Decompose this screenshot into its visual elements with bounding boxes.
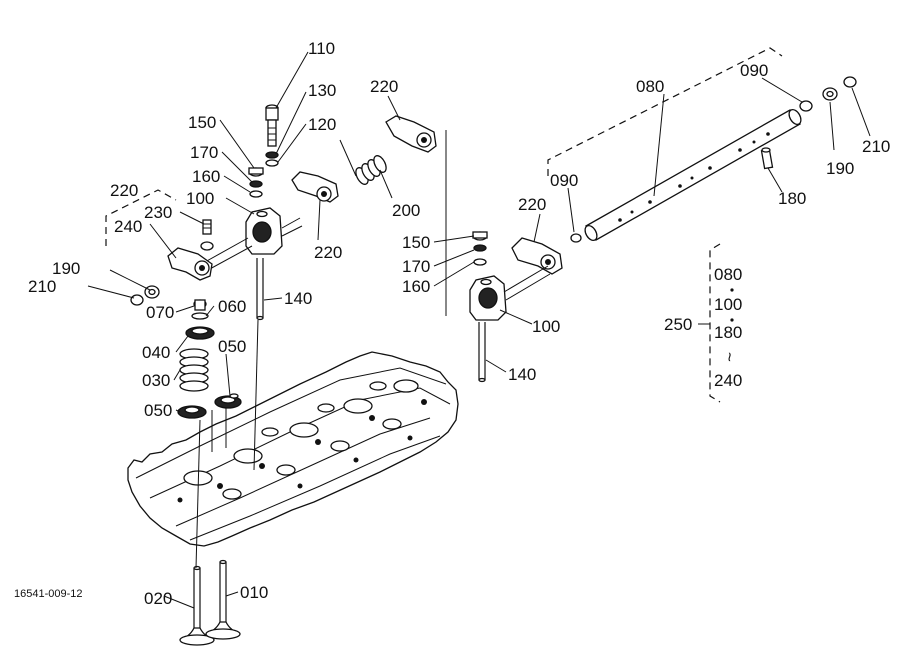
shaft-stub-center: [503, 265, 551, 301]
spring-seat-050-left: [177, 405, 207, 419]
kit-tilde: ~: [720, 352, 739, 362]
label-160-center: 160: [402, 277, 430, 296]
snap-ring-210-left: [130, 294, 144, 306]
washer-190-right: [822, 87, 838, 101]
spring-200: [355, 155, 387, 185]
rocker-shaft-080: [584, 108, 802, 242]
snap-ring-210-right: [843, 76, 857, 88]
washer-170-center: [473, 244, 487, 252]
bracket-left-assembly: [105, 189, 177, 246]
label-240: 240: [114, 217, 142, 236]
kit-item-100: 100: [714, 295, 742, 314]
label-030: 030: [142, 371, 170, 390]
label-120: 120: [308, 115, 336, 134]
kit-item-180: 180: [714, 323, 742, 342]
label-210-right: 210: [862, 137, 890, 156]
rocker-support-100-center: [469, 275, 507, 321]
valve-010: [205, 559, 241, 640]
nut-150-left: [248, 167, 264, 177]
shaft-stub-left: [204, 217, 303, 271]
label-250: 250: [664, 315, 692, 334]
label-190-left: 190: [52, 259, 80, 278]
nut-240: [200, 241, 214, 251]
rocker-arm-220-center: [511, 237, 563, 275]
washer-160-center: [473, 258, 487, 266]
kit-item-240: 240: [714, 371, 742, 390]
push-rod-140-left: [256, 258, 264, 321]
label-090-right: 090: [740, 61, 768, 80]
washer-130: [265, 151, 279, 159]
label-060: 060: [218, 297, 246, 316]
bolt-110: [265, 104, 279, 147]
label-110: 110: [308, 39, 335, 58]
label-210-left: 210: [28, 277, 56, 296]
label-190-right: 190: [826, 159, 854, 178]
valve-cap-070: [193, 299, 207, 311]
label-090-left: 090: [550, 171, 578, 190]
label-180: 180: [778, 189, 806, 208]
kit-dot-2: [730, 318, 734, 322]
label-100-center: 100: [532, 317, 560, 336]
label-150-center: 150: [402, 233, 430, 252]
label-220-left-top: 220: [110, 181, 138, 200]
label-010: 010: [240, 583, 268, 602]
washer-160-left: [249, 190, 263, 198]
pin-180: [760, 147, 774, 170]
label-140-left: 140: [284, 289, 312, 308]
label-220-center-left: 220: [314, 243, 342, 262]
bracket-kit-250: [709, 243, 721, 403]
rocker-arm-220-left-a: [167, 247, 213, 281]
plug-090-left: [570, 233, 582, 243]
rocker-arm-220-left-b: [291, 171, 339, 203]
kit-item-080: 080: [714, 265, 742, 284]
label-020: 020: [144, 589, 172, 608]
washer-170-left: [249, 180, 263, 188]
rocker-arm-220-top: [385, 115, 437, 153]
valve-020: [179, 565, 215, 646]
nut-150-center: [472, 231, 488, 241]
label-140-center: 140: [508, 365, 536, 384]
label-170-left: 170: [190, 143, 218, 162]
label-050-right: 050: [218, 337, 246, 356]
label-040: 040: [142, 343, 170, 362]
drawing-number: 16541-009-12: [14, 588, 83, 600]
plug-090-right: [799, 100, 813, 112]
label-150-left: 150: [188, 113, 216, 132]
label-220-center: 220: [518, 195, 546, 214]
label-220-top: 220: [370, 77, 398, 96]
label-160-left: 160: [192, 167, 220, 186]
label-080: 080: [636, 77, 664, 96]
plug-230: [202, 219, 212, 235]
label-050-left: 050: [144, 401, 172, 420]
collet-060: [191, 312, 209, 320]
leader-lines: [87, 51, 871, 609]
label-230: 230: [144, 203, 172, 222]
label-100-left: 100: [186, 189, 214, 208]
washer-190-left: [144, 285, 160, 299]
rocker-support-100-left: [245, 207, 283, 255]
label-130: 130: [308, 81, 336, 100]
cylinder-head: [127, 351, 459, 547]
label-170-center: 170: [402, 257, 430, 276]
spring-seat-050-right: [214, 393, 242, 409]
spring-030: [179, 348, 209, 392]
label-200: 200: [392, 201, 420, 220]
push-rod-140-center: [478, 322, 486, 383]
retainer-040: [185, 326, 215, 340]
nut-120: [265, 159, 279, 167]
kit-dot-1: [730, 288, 734, 292]
label-070: 070: [146, 303, 174, 322]
